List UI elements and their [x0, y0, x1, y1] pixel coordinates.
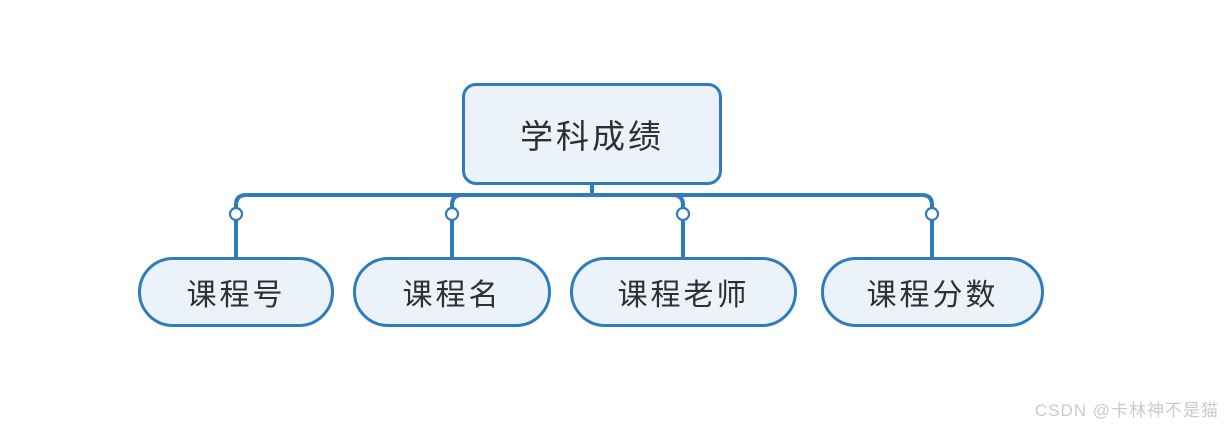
child-node-course-name[interactable]: 课程名	[353, 257, 551, 327]
branch-dot-icon	[444, 206, 460, 222]
branch-dot-icon	[228, 206, 244, 222]
child-node-course-score[interactable]: 课程分数	[821, 257, 1044, 327]
root-node-label: 学科成绩	[520, 118, 664, 155]
child-node-label: 课程号	[186, 279, 286, 312]
branch-drop-line-2	[450, 193, 463, 258]
watermark-text: CSDN @卡林神不是猫	[1034, 401, 1219, 420]
child-node-label: 课程老师	[617, 279, 750, 312]
branch-dot-icon	[924, 206, 940, 222]
child-node-label: 课程分数	[866, 279, 999, 312]
root-node[interactable]: 学科成绩	[462, 83, 722, 185]
child-node-label: 课程名	[402, 279, 502, 312]
child-node-course-id[interactable]: 课程号	[138, 257, 334, 327]
branch-rail-line	[234, 193, 934, 258]
branch-dot-icon	[675, 206, 691, 222]
branch-drop-line-3	[672, 193, 685, 258]
child-node-course-teacher[interactable]: 课程老师	[570, 257, 797, 327]
